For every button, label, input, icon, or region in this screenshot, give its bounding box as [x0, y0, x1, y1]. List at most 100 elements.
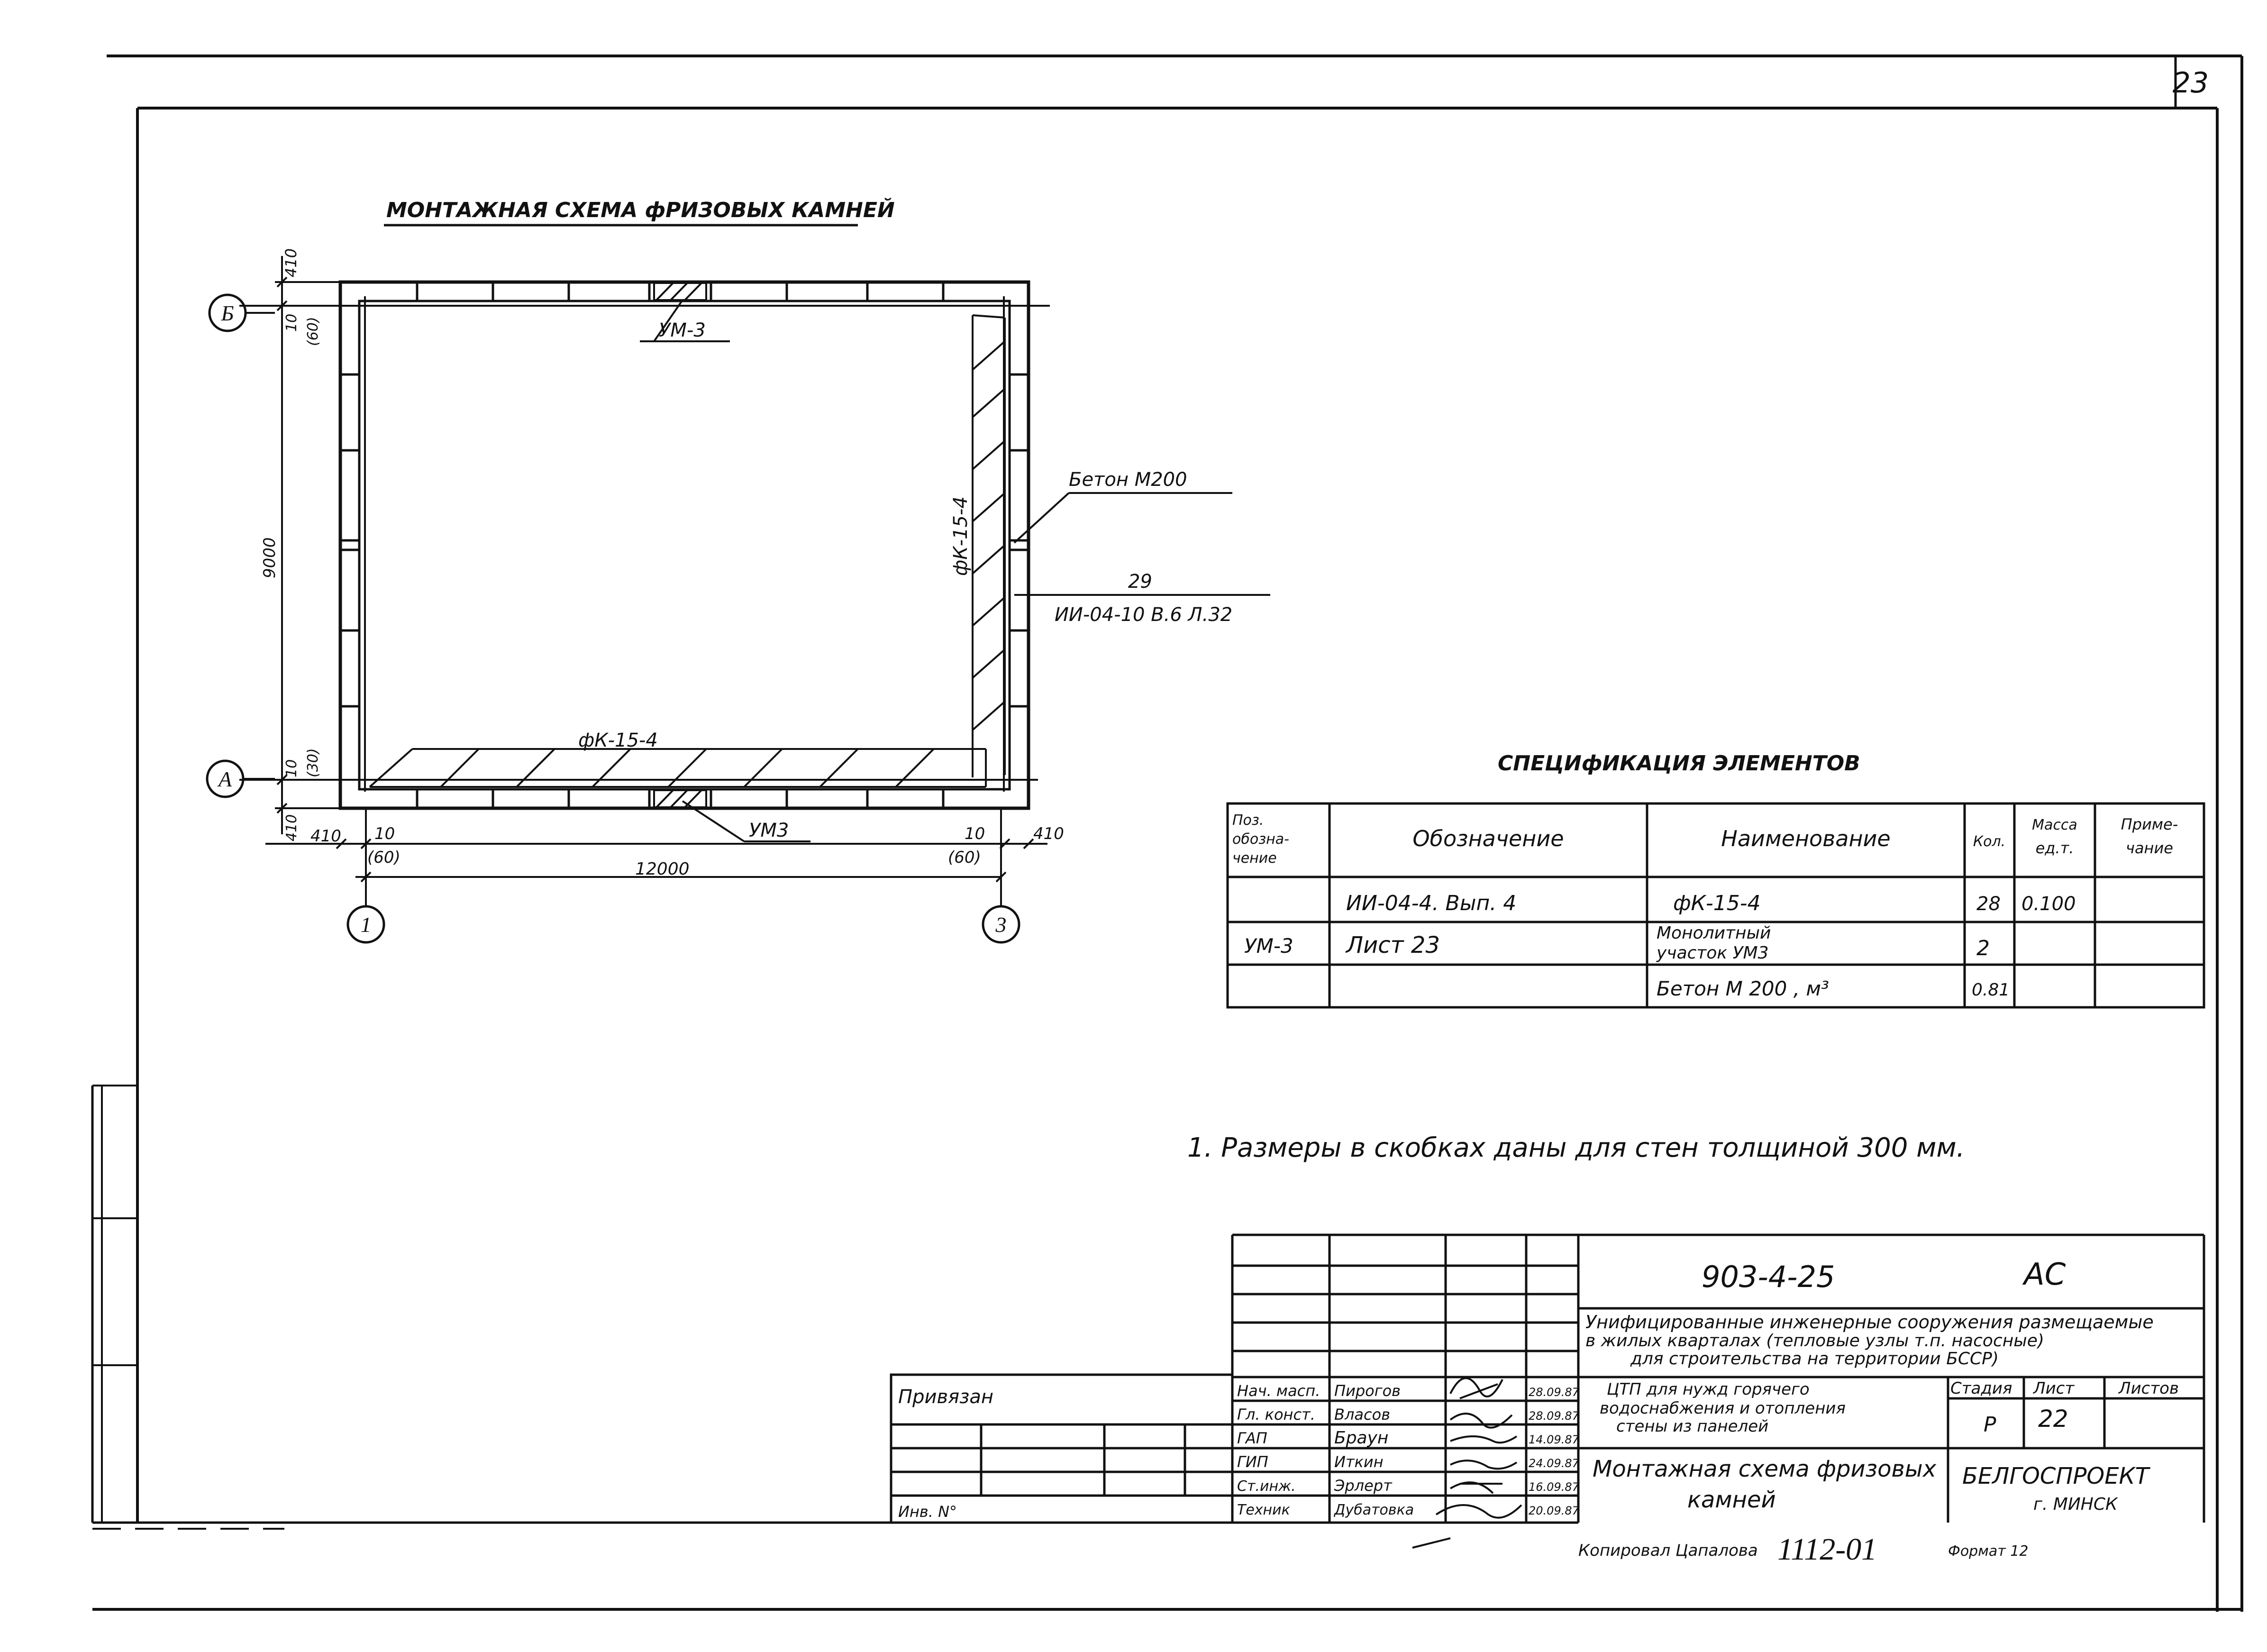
joints-left [340, 373, 359, 708]
stamp-sheet-header: Лист [2032, 1379, 2075, 1398]
title-block-grid [890, 1233, 2205, 1524]
dim-60-left: (60) [367, 848, 401, 867]
dim-60-top: (60) [305, 317, 321, 346]
stamp-object-1: ЦТП для нужд горячего [1607, 1380, 1810, 1399]
spec-h-pos2: обозна- [1232, 831, 1289, 848]
spec-cell-name-2: участок УМ3 [1656, 943, 1769, 963]
scheme-title: МОНТАЖНАЯ СХЕМА фРИЗОВЫХ КАМНЕЙ [384, 197, 895, 227]
sheet-frame [91, 55, 2243, 1612]
um3-top-label: УМ-3 [659, 319, 706, 341]
dim-410-bot: 410 [283, 814, 300, 841]
signatures [1412, 1377, 1522, 1549]
joints-bottom [416, 789, 945, 808]
person-date: 24.09.87 [1529, 1457, 1580, 1470]
spec-h-name: Наименование [1721, 826, 1890, 851]
person-name: Браун [1334, 1428, 1388, 1448]
dim-410-top: 410 [282, 248, 300, 277]
spec-h-note2: чание [2126, 839, 2173, 857]
stamp-object-2: водоснабжения и отопления [1600, 1399, 1846, 1418]
spec-h-designation: Обозначение [1412, 826, 1564, 851]
stamp-project-1: Унифицированные инженерные сооружения ра… [1585, 1312, 2154, 1333]
list-item: Техник Дубатовка 20.09.87 [1237, 1502, 1580, 1518]
spec-cell-qty: 28 [1976, 893, 2001, 915]
person-date: 16.09.87 [1529, 1480, 1580, 1494]
spec-h-qty: Кол. [1973, 833, 2005, 850]
scheme-title-text: МОНТАЖНАЯ СХЕМА фРИЗОВЫХ КАМНЕЙ [386, 197, 895, 222]
stamp-project-3: для строительства на территории БССР) [1630, 1349, 1999, 1369]
axis-3-label: 3 [995, 913, 1007, 937]
spec-h-mass2: ед.т. [2036, 839, 2074, 857]
table-row: УМ-3 Лист 23 Монолитный участок УМ3 2 [1244, 923, 1990, 963]
joints-top [416, 282, 945, 301]
list-item: ГАП Браун 14.09.87 [1237, 1428, 1580, 1448]
dim-10-right: 10 [965, 824, 985, 843]
dim-9000: 9000 [260, 537, 279, 578]
list-item: ГИП Иткин 24.09.87 [1237, 1453, 1580, 1471]
stamp-stage-header: Стадия [1950, 1379, 2012, 1398]
dim-10-bot: 10 [283, 759, 300, 777]
person-role: ГАП [1237, 1429, 1267, 1447]
person-role: Ст.инж. [1237, 1478, 1296, 1495]
table-row: ИИ-04-4. Вып. 4 фК-15-4 28 0.100 [1346, 891, 2076, 915]
stamp-project-2: в жилых кварталах (тепловые узлы т.п. на… [1585, 1331, 2044, 1351]
um3-top-hatch [653, 282, 707, 301]
fk-right-label: фК-15-4 [950, 496, 972, 576]
spec-cell-name: Монолитный [1657, 923, 1771, 943]
stamp-org-1: БЕЛГОСПРОЕКТ [1962, 1463, 2151, 1489]
list-item: Нач. масп. Пирогов 28.09.87 [1237, 1382, 1580, 1400]
copy-number: 1112-01 [1777, 1532, 1877, 1567]
spec-h-mass1: Масса [2032, 817, 2077, 833]
dim-410-right: 410 [1033, 824, 1064, 843]
spec-cell-designation: ИИ-04-4. Вып. 4 [1346, 891, 1516, 915]
spec-rows: ИИ-04-4. Вып. 4 фК-15-4 28 0.100 УМ-3 Ли… [1244, 891, 2076, 1000]
format-label: Формат 12 [1948, 1543, 2028, 1560]
person-date: 20.09.87 [1529, 1504, 1580, 1517]
dim-30-bot: (30) [305, 748, 321, 777]
person-name: Власов [1334, 1406, 1390, 1424]
ref-num-label: 29 [1128, 571, 1152, 593]
spec-cell-qty: 0.81 [1972, 980, 2010, 1000]
person-role: Техник [1237, 1502, 1290, 1518]
stamp-drawing-2: камней [1687, 1487, 1776, 1513]
um3-bottom-label: УМ3 [749, 820, 789, 841]
spec-header: Поз. обозна- чение Обозначение Наименова… [1232, 812, 2178, 867]
sheet-number: 23 [2173, 66, 2209, 100]
table-row: Бетон М 200 , м³ 0.81 [1657, 977, 2010, 1000]
stamp-code: 903-4-25 [1702, 1260, 1835, 1294]
spec-cell-designation: Лист 23 [1345, 932, 1440, 958]
stamp-stage: Р [1984, 1413, 1996, 1437]
axis-a-label: А [217, 767, 232, 791]
title-block-text: 903-4-25 АС Унифицированные инженерные с… [898, 1257, 2179, 1567]
person-name: Пирогов [1334, 1382, 1401, 1400]
stamp-object-3: стены из панелей [1616, 1417, 1768, 1436]
spec-cell-pos: УМ-3 [1244, 934, 1293, 958]
dim-410-left: 410 [310, 827, 341, 846]
person-date: 14.09.87 [1529, 1433, 1580, 1446]
axis-b-label: Б [220, 301, 234, 325]
person-date: 28.09.87 [1529, 1409, 1580, 1423]
attached-label: Привязан [898, 1386, 993, 1408]
person-role: ГИП [1237, 1453, 1268, 1471]
spec-cell-mass: 0.100 [2021, 893, 2076, 915]
person-date: 28.09.87 [1529, 1386, 1580, 1399]
person-role: Нач. масп. [1237, 1382, 1320, 1400]
dimensions [265, 256, 1047, 883]
um3-bottom-hatch [653, 789, 707, 808]
dim-10-top: 10 [283, 314, 300, 332]
list-item: Гл. конст. Власов 28.09.87 [1237, 1406, 1580, 1424]
dim-10-left: 10 [374, 824, 395, 843]
fk-bottom-label: фК-15-4 [578, 730, 658, 751]
spec-h-pos3: чение [1232, 850, 1277, 867]
stamp-sheets-header: Листов [2118, 1379, 2179, 1398]
spec-cell-name: Бетон М 200 , м³ [1657, 977, 1829, 1000]
scheme-labels: Б А 1 3 УМ-3 УМ3 фК-15-4 фК-15-4 Бетон М… [217, 248, 1232, 937]
spec-h-note1: Приме- [2121, 815, 2178, 833]
spec-table-grid [1226, 802, 2205, 1009]
inv-label: Инв. N° [898, 1503, 957, 1521]
spec-cell-name: фК-15-4 [1673, 891, 1761, 915]
list-item: Ст.инж. Эрлерт 16.09.87 [1237, 1477, 1580, 1495]
beton-label: Бетон М200 [1069, 469, 1187, 491]
stamp-drawing-1: Монтажная схема фризовых [1593, 1456, 1937, 1482]
person-name: Эрлерт [1334, 1477, 1393, 1495]
